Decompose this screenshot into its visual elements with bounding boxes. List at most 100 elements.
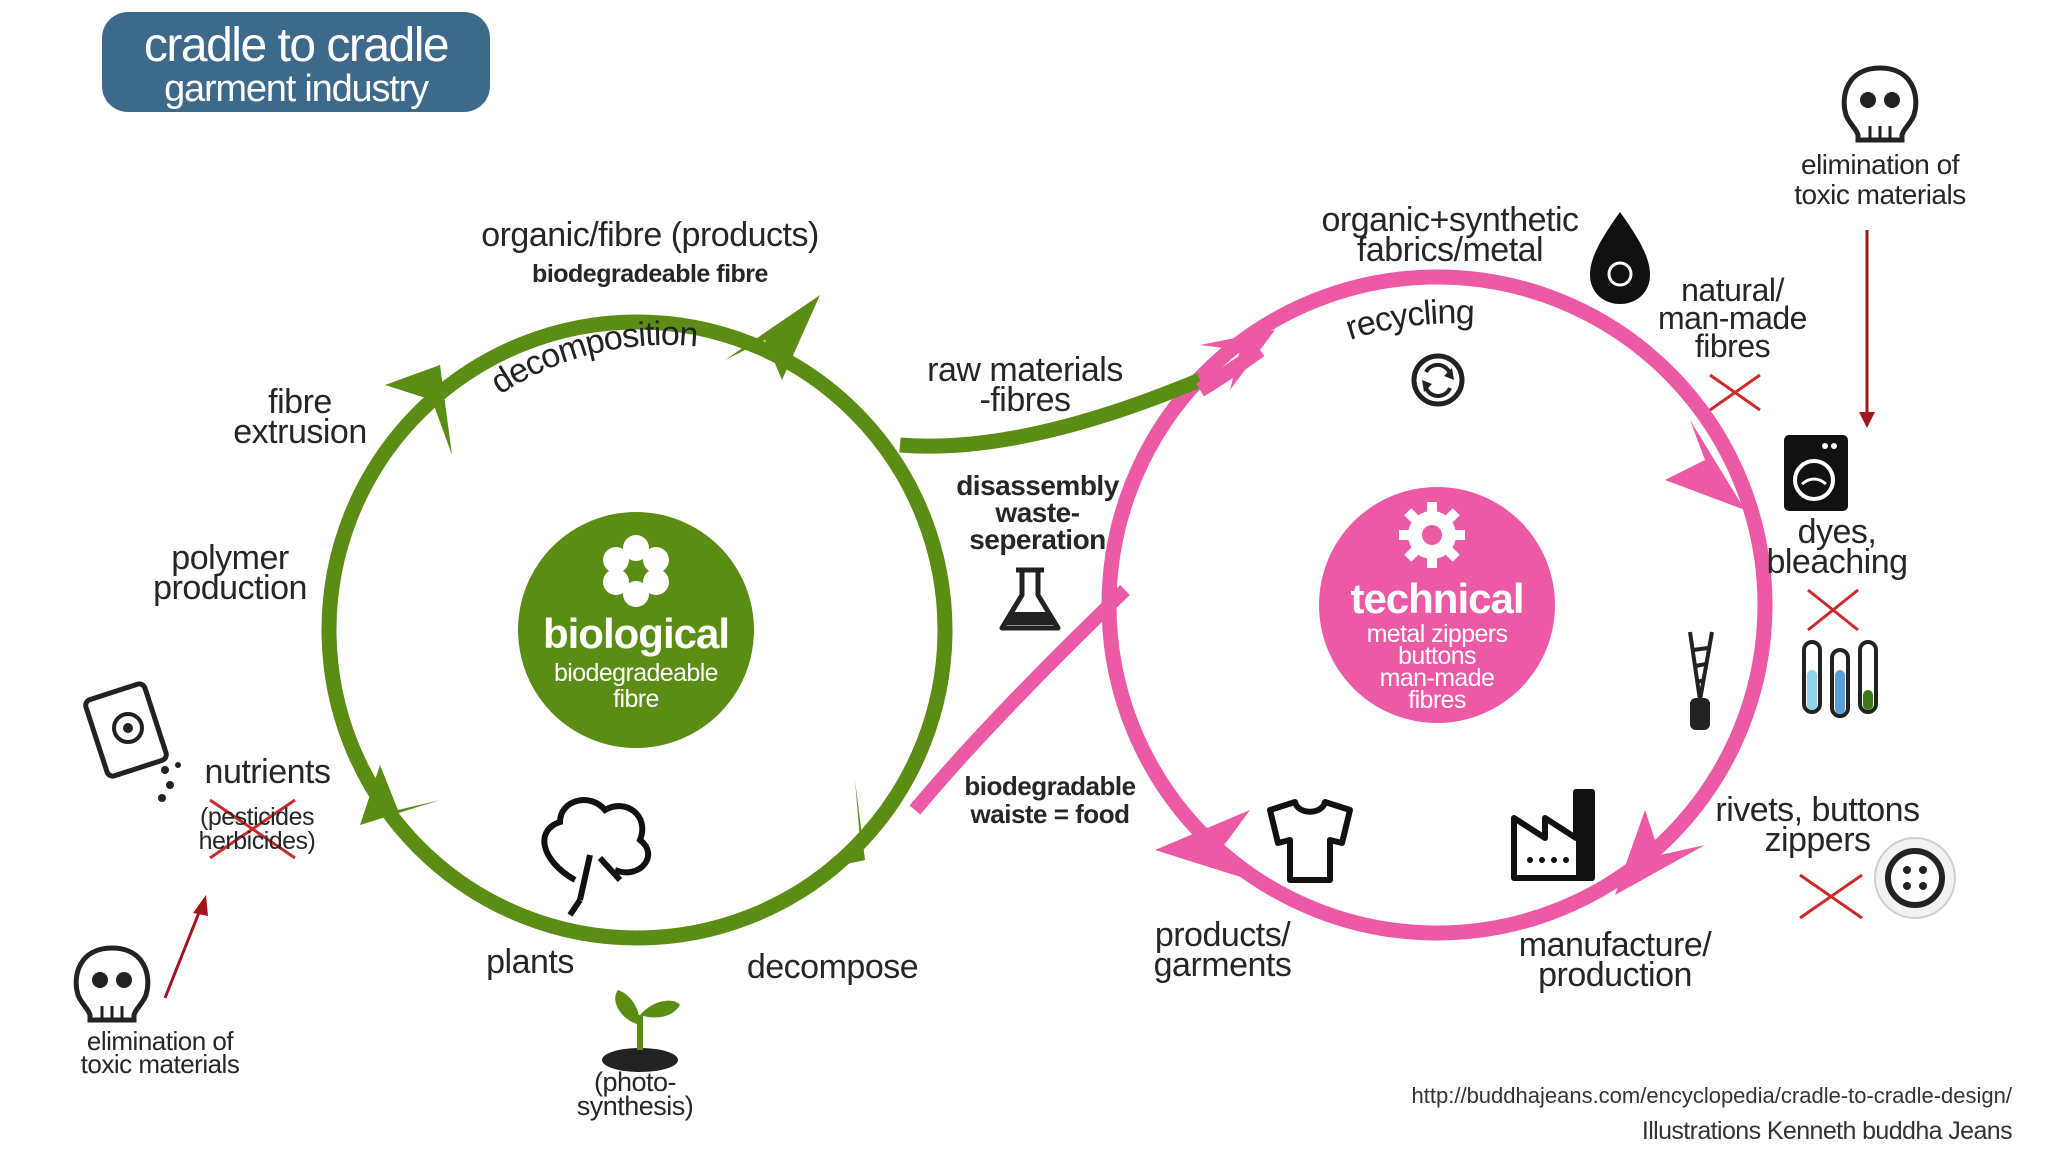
toxic-note-left: elimination of toxic materials (55, 1026, 265, 1079)
test-tubes-icon (1802, 640, 1878, 718)
products-garments-line: products/ (1154, 916, 1291, 954)
green-arrow-top (725, 295, 820, 380)
toxic-arrow-left (163, 895, 208, 999)
cross-mark-dyes (1807, 588, 1859, 632)
natural-fibres-line: natural/ (1681, 272, 1784, 308)
pink-arrow-right (1665, 420, 1745, 510)
raw-materials-label: raw materials -fibres (900, 351, 1150, 419)
skull-icon (73, 945, 151, 1023)
products-garments-label: products/ garments (1135, 916, 1310, 984)
recycle-icon (1411, 353, 1465, 407)
rivets-buttons-line: rivets, buttons (1715, 791, 1920, 829)
skull-icon (1841, 65, 1919, 143)
toxic-arrow-right (1859, 230, 1875, 428)
natural-fibres-label: natural/ man-made fibres (1640, 272, 1825, 364)
photosynthesis-line: (photo- (593, 1067, 677, 1097)
raw-materials-bridge (899, 373, 1203, 454)
rivets-buttons-line: zippers (1764, 821, 1871, 859)
technical-hub-item: buttons (1398, 642, 1476, 670)
biological-hub-title: biological (542, 610, 730, 657)
disassembly-line: disassembly (956, 470, 1119, 501)
title-badge: cradle to cradle garment industry (102, 12, 490, 112)
products-garments-line: garments (1153, 946, 1292, 984)
photosynthesis-label: (photo- synthesis) (565, 1067, 705, 1121)
biodegradable-food-line: waiste = food (970, 799, 1130, 829)
disassembly-label: disassembly waste- seperation (930, 470, 1145, 554)
biodegradeable-fibre-sublabel: biodegradeable fibre (532, 260, 768, 288)
technical-hub (1319, 487, 1555, 723)
technical-hub-item: metal zippers (1366, 620, 1508, 648)
biodegradable-food-line: biodegradable (964, 771, 1136, 801)
photosynthesis-line: synthesis) (576, 1091, 694, 1121)
cross-mark-natural-fibres (1709, 373, 1761, 412)
source-url[interactable]: http://buddhajeans.com/encyclopedia/crad… (1411, 1083, 2012, 1108)
pink-arrow-bottom-right (1615, 810, 1705, 895)
washing-machine-icon (1784, 435, 1848, 511)
polymer-production-label: polymer production (130, 539, 330, 607)
raw-materials-line: raw materials (927, 351, 1123, 389)
cotton-plant-icon (541, 797, 652, 917)
polymer-production-line: production (153, 569, 307, 607)
toxic-note-line: elimination of (1801, 149, 1959, 180)
plants-label: plants (486, 943, 574, 981)
dyes-bleaching-line: bleaching (1766, 543, 1908, 581)
decompose-label: decompose (746, 948, 919, 986)
dyes-bleaching-label: dyes, bleaching (1742, 513, 1932, 581)
manufacture-line: production (1538, 956, 1692, 994)
seedling-icon (602, 990, 680, 1072)
toxic-note-line: elimination of (86, 1026, 234, 1056)
biological-hub-sub2: fibre (613, 685, 659, 713)
toxic-note-right: elimination of toxic materials (1775, 150, 1985, 210)
pink-arrow-top (1200, 330, 1275, 390)
flask-icon (999, 567, 1061, 631)
cross-mark-pesticides (209, 798, 296, 860)
fibre-extrusion-label: fibre extrusion (210, 383, 390, 451)
gear-icon (1399, 502, 1465, 568)
decomposition-label: decomposition (484, 315, 699, 402)
natural-fibres-line: man-made (1658, 300, 1807, 336)
biodegradable-food-label: biodegradable waiste = food (940, 772, 1160, 828)
biological-hub-sub1: biodegradeable (554, 659, 719, 687)
title-line-2: garment industry (164, 68, 429, 110)
nutrients-label: nutrients (204, 753, 331, 791)
biological-cycle-ring (321, 314, 953, 946)
green-arrow-left-upper (385, 365, 452, 455)
organic-synthetic-label: organic+synthetic fabrics/metal (1300, 201, 1600, 267)
technical-hub-item: man-made (1379, 664, 1495, 692)
technical-hub-item: fibres (1408, 686, 1466, 714)
recycling-label: recycling (1341, 293, 1474, 347)
manufacture-line: manufacture/ (1518, 926, 1712, 964)
flower-icon (603, 535, 669, 607)
organic-synthetic-line: organic+synthetic (1321, 201, 1579, 239)
fibre-extrusion-line: fibre (268, 383, 332, 421)
button-icon (1874, 837, 1956, 919)
biological-hub (518, 512, 754, 748)
biological-hub-text: biological biodegradeable fibre (518, 512, 754, 748)
pink-arrow-bottom-left (1155, 810, 1250, 880)
tshirt-icon (1267, 799, 1353, 883)
natural-fibres-line: fibres (1694, 328, 1771, 364)
cross-mark-rivets (1799, 873, 1863, 920)
organic-fibre-products-label: organic/fibre (products) (481, 216, 819, 254)
disassembly-line: waste- (995, 497, 1080, 528)
dyes-bleaching-line: dyes, (1797, 513, 1877, 551)
pesticides-herbicides-label: (pesticides herbicides) (182, 803, 332, 855)
raw-materials-line: -fibres (979, 381, 1071, 419)
excluded-item: herbicides) (198, 827, 316, 855)
seed-packet-icon (83, 681, 181, 802)
technical-hub-text: technical metal zippers buttons man-made… (1319, 487, 1555, 723)
oil-drop-icon (1590, 212, 1650, 304)
factory-icon (1511, 789, 1595, 881)
toxic-note-line: toxic materials (1794, 179, 1966, 210)
rivets-buttons-label: rivets, buttons zippers (1700, 791, 1935, 859)
excluded-item: (pesticides (200, 803, 315, 831)
title-line-1: cradle to cradle (143, 19, 450, 72)
polymer-production-line: polymer (171, 539, 289, 577)
illustration-credit: Illustrations Kenneth buddha Jeans (1641, 1117, 2013, 1145)
zipper-icon (1688, 631, 1714, 730)
toxic-note-line: toxic materials (80, 1049, 240, 1079)
biodegradable-bridge (909, 584, 1130, 815)
manufacture-production-label: manufacture/ production (1500, 926, 1730, 994)
fibre-extrusion-line: extrusion (233, 413, 367, 451)
